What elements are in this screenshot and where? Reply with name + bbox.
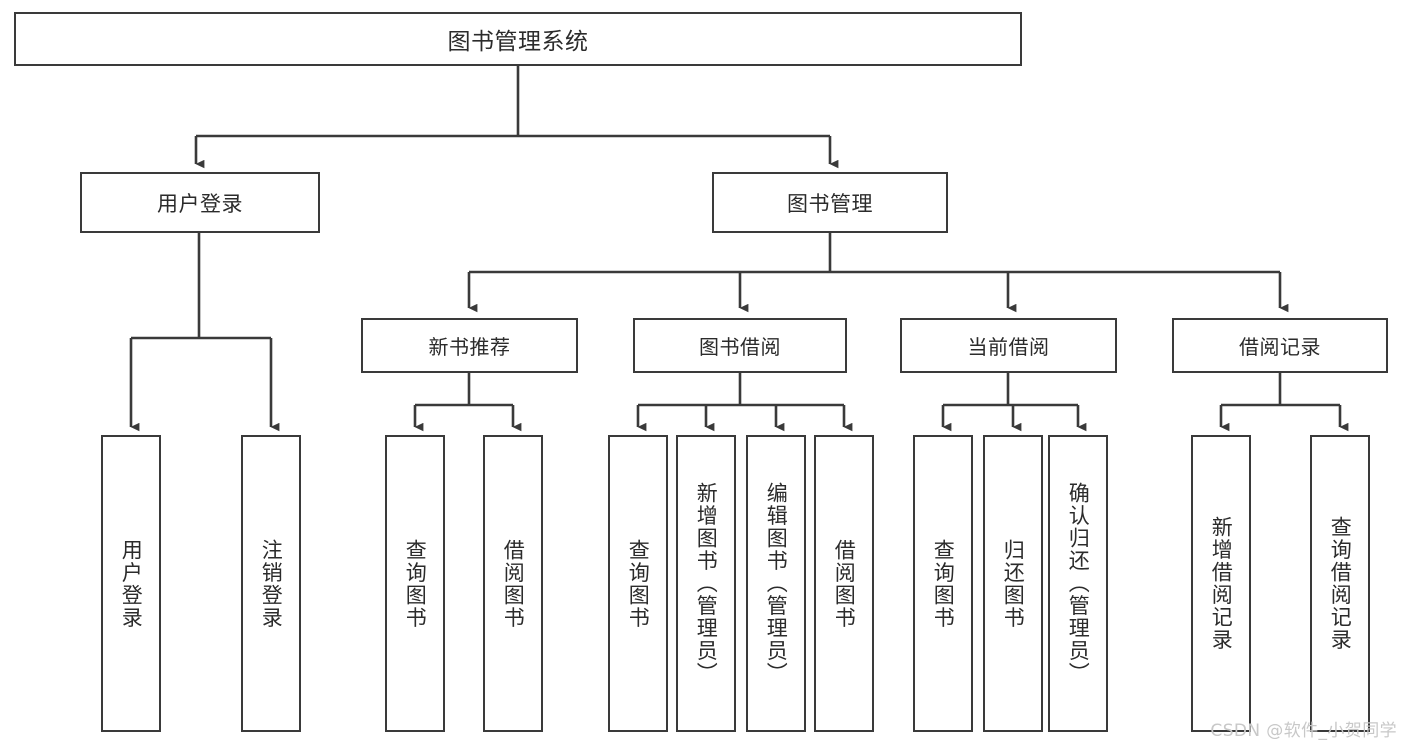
leaf-query-record[interactable]: 查询借阅记录: [1310, 435, 1370, 732]
leaf-query-book-1[interactable]: 查询图书: [385, 435, 445, 732]
leaf-query-book-2-label: 查询图书: [626, 538, 651, 629]
leaf-query-book-3[interactable]: 查询图书: [913, 435, 973, 732]
leaf-confirm-return[interactable]: 确认归还（管理员）: [1048, 435, 1108, 732]
leaf-user-logout-label: 注销登录: [259, 538, 284, 629]
leaf-query-book-3-label: 查询图书: [931, 538, 956, 629]
node-current-borrow-label: 当前借阅: [967, 335, 1050, 359]
leaf-edit-book-label: 编辑图书（管理员）: [764, 482, 789, 685]
leaf-return-book[interactable]: 归还图书: [983, 435, 1043, 732]
leaf-borrow-book-1[interactable]: 借阅图书: [483, 435, 543, 732]
leaf-add-book-label: 新增图书（管理员）: [694, 482, 719, 685]
leaf-add-record-label: 新增借阅记录: [1209, 516, 1234, 651]
leaf-borrow-book-1-label: 借阅图书: [501, 538, 526, 629]
leaf-user-logout[interactable]: 注销登录: [241, 435, 301, 732]
node-user-login-label: 用户登录: [157, 191, 243, 216]
node-borrow-record-label: 借阅记录: [1239, 335, 1321, 359]
node-root-label: 图书管理系统: [447, 29, 589, 55]
node-root[interactable]: 图书管理系统: [14, 12, 1022, 66]
node-new-book-rec[interactable]: 新书推荐: [361, 318, 578, 373]
node-book-borrow-label: 图书借阅: [699, 335, 781, 359]
node-user-login[interactable]: 用户登录: [80, 172, 320, 233]
leaf-confirm-return-label: 确认归还（管理员）: [1066, 482, 1091, 685]
node-new-book-rec-label: 新书推荐: [428, 335, 511, 359]
leaf-add-book[interactable]: 新增图书（管理员）: [676, 435, 736, 732]
node-book-manage[interactable]: 图书管理: [712, 172, 948, 233]
leaf-add-record[interactable]: 新增借阅记录: [1191, 435, 1251, 732]
leaf-query-book-2[interactable]: 查询图书: [608, 435, 668, 732]
leaf-user-login-label: 用户登录: [119, 538, 144, 629]
leaf-borrow-book-2-label: 借阅图书: [832, 538, 857, 629]
leaf-user-login[interactable]: 用户登录: [101, 435, 161, 732]
node-book-borrow[interactable]: 图书借阅: [633, 318, 847, 373]
leaf-query-record-label: 查询借阅记录: [1328, 516, 1353, 651]
leaf-query-book-1-label: 查询图书: [403, 538, 428, 629]
node-book-manage-label: 图书管理: [787, 191, 873, 216]
leaf-return-book-label: 归还图书: [1001, 538, 1026, 629]
node-current-borrow[interactable]: 当前借阅: [900, 318, 1117, 373]
leaf-edit-book[interactable]: 编辑图书（管理员）: [746, 435, 806, 732]
leaf-borrow-book-2[interactable]: 借阅图书: [814, 435, 874, 732]
node-borrow-record[interactable]: 借阅记录: [1172, 318, 1388, 373]
